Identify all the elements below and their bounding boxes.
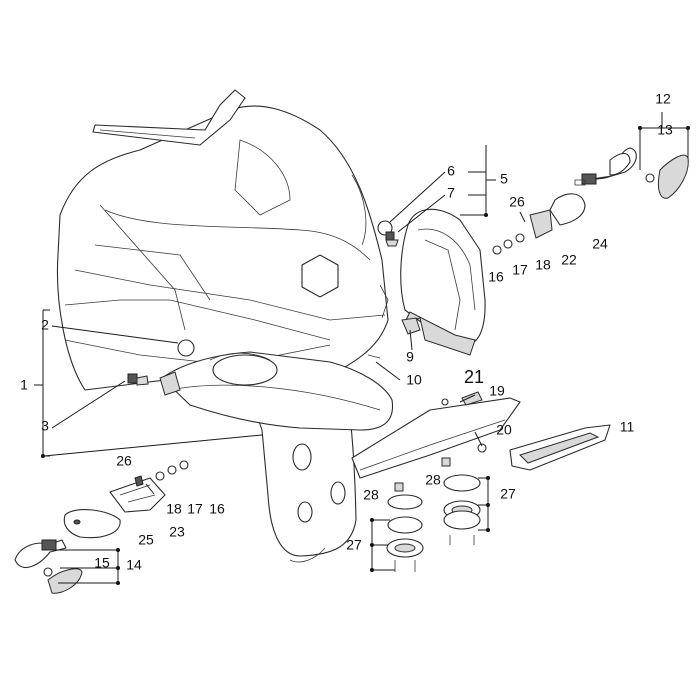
- reflector: [509, 424, 611, 471]
- tail-lamp: [159, 351, 394, 431]
- callout-27-left: 27: [346, 537, 362, 553]
- callout-6: 6: [447, 163, 455, 179]
- leader-dots: [41, 126, 690, 585]
- callout-23: 23: [169, 524, 185, 540]
- callout-19: 19: [489, 383, 505, 399]
- callout-27-right: 27: [500, 486, 516, 502]
- callout-17-left: 17: [187, 501, 203, 517]
- license-plate-light: [351, 391, 521, 479]
- callout-16-left: 16: [209, 501, 225, 517]
- callout-3: 3: [41, 418, 49, 434]
- turn-signal-left: [14, 509, 121, 594]
- callout-26-right: 26: [509, 194, 525, 210]
- grommets-right: [443, 474, 481, 545]
- callout-5: 5: [500, 171, 508, 187]
- callout-20: 20: [496, 422, 512, 438]
- rear-light-housing: [400, 208, 486, 356]
- bulb-holder: [385, 231, 399, 247]
- clip: [401, 317, 421, 335]
- callout-17-right: 17: [512, 262, 528, 278]
- leader-lines: [34, 112, 689, 584]
- callout-25: 25: [138, 532, 154, 548]
- callout-22: 22: [561, 252, 577, 268]
- callout-2: 2: [41, 317, 49, 333]
- cap-dome-left: [177, 339, 195, 357]
- callout-9: 9: [406, 349, 414, 365]
- callout-labels: 1 2 3 5 6 7 9 10 11 12 13 14 15 16 16 17…: [20, 91, 673, 573]
- callout-12: 12: [655, 91, 671, 107]
- turn-signal-bracket-left: [109, 460, 189, 513]
- grommets-left: [386, 494, 424, 572]
- callout-21: 21: [464, 367, 484, 387]
- nut-right: [441, 457, 451, 467]
- callout-11: 11: [620, 419, 635, 435]
- callout-14: 14: [126, 557, 142, 573]
- callout-24: 24: [592, 236, 608, 252]
- callout-28-right: 28: [425, 472, 441, 488]
- bulb-socket-left: [127, 373, 149, 386]
- callout-13: 13: [657, 122, 673, 138]
- turn-signal-right: [574, 147, 689, 199]
- callout-28-left: 28: [363, 487, 379, 503]
- callout-7: 7: [447, 185, 455, 201]
- front-shield-panel: [56, 89, 389, 396]
- callout-26-left: 26: [116, 453, 132, 469]
- nut-left: [394, 482, 404, 492]
- callout-18-left: 18: [166, 501, 182, 517]
- callout-10: 10: [406, 372, 422, 388]
- callout-18-right: 18: [535, 257, 551, 273]
- turn-signal-bracket-right: [492, 193, 586, 255]
- callout-1: 1: [20, 377, 28, 393]
- screw: [367, 354, 381, 359]
- callout-16-right: 16: [488, 269, 504, 285]
- callout-15: 15: [94, 555, 110, 571]
